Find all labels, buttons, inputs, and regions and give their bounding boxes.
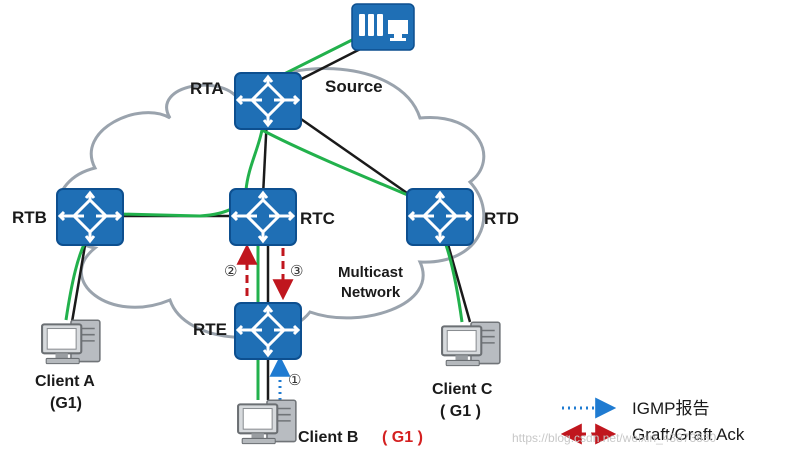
router-label-rta: RTA [190, 79, 224, 98]
client-c-name: Client C [432, 381, 493, 398]
legend-graft-label: Graft/Graft Ack [632, 425, 745, 444]
client-a-group: (G1) [50, 395, 82, 412]
router-label-rte: RTE [193, 320, 227, 339]
step-1-label: ① [288, 371, 301, 389]
step-3-label: ③ [290, 262, 303, 280]
client-b-name: Client B [298, 429, 358, 446]
computer-icon-client-c [441, 321, 501, 367]
router-icon-rtd [405, 188, 475, 246]
legend: IGMP报告 Graft/Graft Ack [560, 397, 745, 445]
computer-icon-client-a [41, 319, 101, 365]
router-icon-rte [233, 302, 303, 360]
computer-icon-client-b [237, 399, 297, 445]
client-b-group: ( G1 ) [382, 429, 423, 446]
client-a-name: Client A [35, 373, 95, 390]
server-icon [351, 3, 415, 51]
router-label-rtd: RTD [484, 209, 519, 228]
router-icon-rtc [228, 188, 298, 246]
source-label: Source [325, 77, 383, 96]
client-c-group: ( G1 ) [440, 403, 481, 420]
step-2-label: ② [224, 262, 237, 280]
watermark: https://blog.csdn.net/weixin_43873830 [512, 431, 716, 445]
legend-igmp-label: IGMP报告 [632, 399, 709, 418]
cloud-label-line2: Network [341, 284, 401, 301]
router-icon-rtb [55, 188, 125, 246]
router-label-rtb: RTB [12, 208, 47, 227]
router-icon-rta [233, 72, 303, 130]
router-label-rtc: RTC [300, 209, 335, 228]
cloud-label-line1: Multicast [338, 264, 403, 281]
